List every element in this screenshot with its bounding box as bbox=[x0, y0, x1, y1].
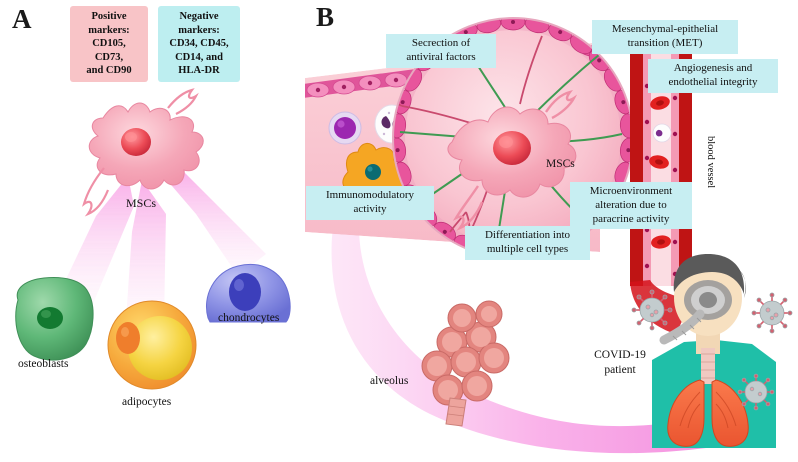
msc-cell-a bbox=[82, 88, 204, 217]
callout-angiogenesis-line-0: Angiogenesis and bbox=[673, 62, 753, 74]
msc-cell-b bbox=[447, 90, 578, 231]
callout-angiogenesis-endothelial-integrity: Angiogenesis and endothelial integrity bbox=[648, 59, 778, 93]
chondrocyte-cell bbox=[206, 264, 291, 323]
differentiation-beams bbox=[58, 168, 266, 322]
virus-particles-patient bbox=[631, 289, 793, 411]
msc-label-a: MSCs bbox=[126, 196, 157, 210]
callout-differentiation-multiple-cell-types: Differentiation into multiple cell types bbox=[465, 226, 590, 260]
covid-patient-label-line-0: COVID-19 bbox=[594, 349, 646, 361]
panel-letter-b: B bbox=[316, 2, 335, 32]
adipocyte-cell bbox=[107, 300, 197, 390]
callout-microenvironment-alteration: Microenvironment alteration due to parac… bbox=[570, 182, 692, 230]
callout-secretion-line-0: Secrection of bbox=[411, 37, 471, 49]
callout-differentiation-line-1: multiple cell types bbox=[486, 242, 569, 255]
callout-angiogenesis-line-1: endothelial integrity bbox=[668, 75, 758, 88]
positive-markers-line-0: Positive bbox=[91, 11, 127, 23]
lymphocyte-cell bbox=[328, 111, 362, 145]
adipocytes-label: adipocytes bbox=[122, 396, 172, 408]
callout-met-line-0: Mesenchymal-epithelial bbox=[611, 23, 719, 35]
callout-immunomodulatory-activity: Immunomodulatory activity bbox=[306, 186, 434, 220]
alveolus-label: alveolus bbox=[370, 375, 409, 387]
positive-markers-line-1: markers: bbox=[88, 24, 130, 36]
covid-patient-label: COVID-19 patient bbox=[574, 348, 666, 378]
alveolus-cluster bbox=[421, 300, 510, 427]
callout-differentiation-line-0: Differentiation into bbox=[484, 229, 571, 241]
callout-secretion-line-1: antiviral factors bbox=[406, 50, 476, 63]
callout-microenvironment-line-1: alteration due to bbox=[595, 198, 667, 211]
panel-letter-a: A bbox=[12, 4, 32, 34]
negative-markers-line-0: Negative bbox=[179, 11, 219, 23]
callout-met-line-1: transition (MET) bbox=[627, 36, 703, 49]
panel-a-artwork bbox=[15, 88, 291, 390]
callout-immunomodulatory-line-0: Immunomodulatory bbox=[326, 189, 414, 201]
negative-markers-line-3: CD14, and bbox=[175, 51, 223, 63]
osteoblasts-label: osteoblasts bbox=[18, 358, 69, 370]
negative-markers-line-4: HLA-DR bbox=[178, 65, 220, 77]
positive-markers-line-4: and CD90 bbox=[86, 65, 132, 77]
negative-markers-line-1: markers: bbox=[178, 24, 220, 36]
blood-vessel-label: blood vessel bbox=[705, 136, 716, 189]
covid-patient-label-line-1: patient bbox=[604, 363, 636, 376]
chondrocytes-label: chondrocytes bbox=[218, 312, 280, 324]
callout-microenvironment-line-2: paracrine activity bbox=[592, 212, 670, 225]
callout-mesenchymal-epithelial-transition: Mesenchymal-epithelial transition (MET) bbox=[592, 20, 738, 54]
positive-markers-line-2: CD105, bbox=[92, 38, 126, 50]
osteoblast-cell bbox=[15, 277, 94, 361]
red-blood-cells bbox=[649, 96, 671, 249]
callout-microenvironment-line-0: Microenvironment bbox=[589, 185, 673, 197]
msc-delivery-beam bbox=[331, 206, 706, 454]
msc-label-b: MSCs bbox=[546, 158, 575, 170]
negative-markers-box: Negative markers: CD34, CD45, CD14, and … bbox=[158, 6, 240, 82]
callout-immunomodulatory-line-1: activity bbox=[353, 202, 387, 215]
covid-patient-illustration bbox=[631, 254, 793, 448]
positive-markers-line-3: CD73, bbox=[94, 51, 124, 63]
negative-markers-line-2: CD34, CD45, bbox=[169, 38, 229, 50]
callout-secretion-of-antiviral-factors: Secrection of antiviral factors bbox=[386, 34, 496, 68]
positive-markers-box: Positive markers: CD105, CD73, and CD90 bbox=[70, 6, 148, 82]
